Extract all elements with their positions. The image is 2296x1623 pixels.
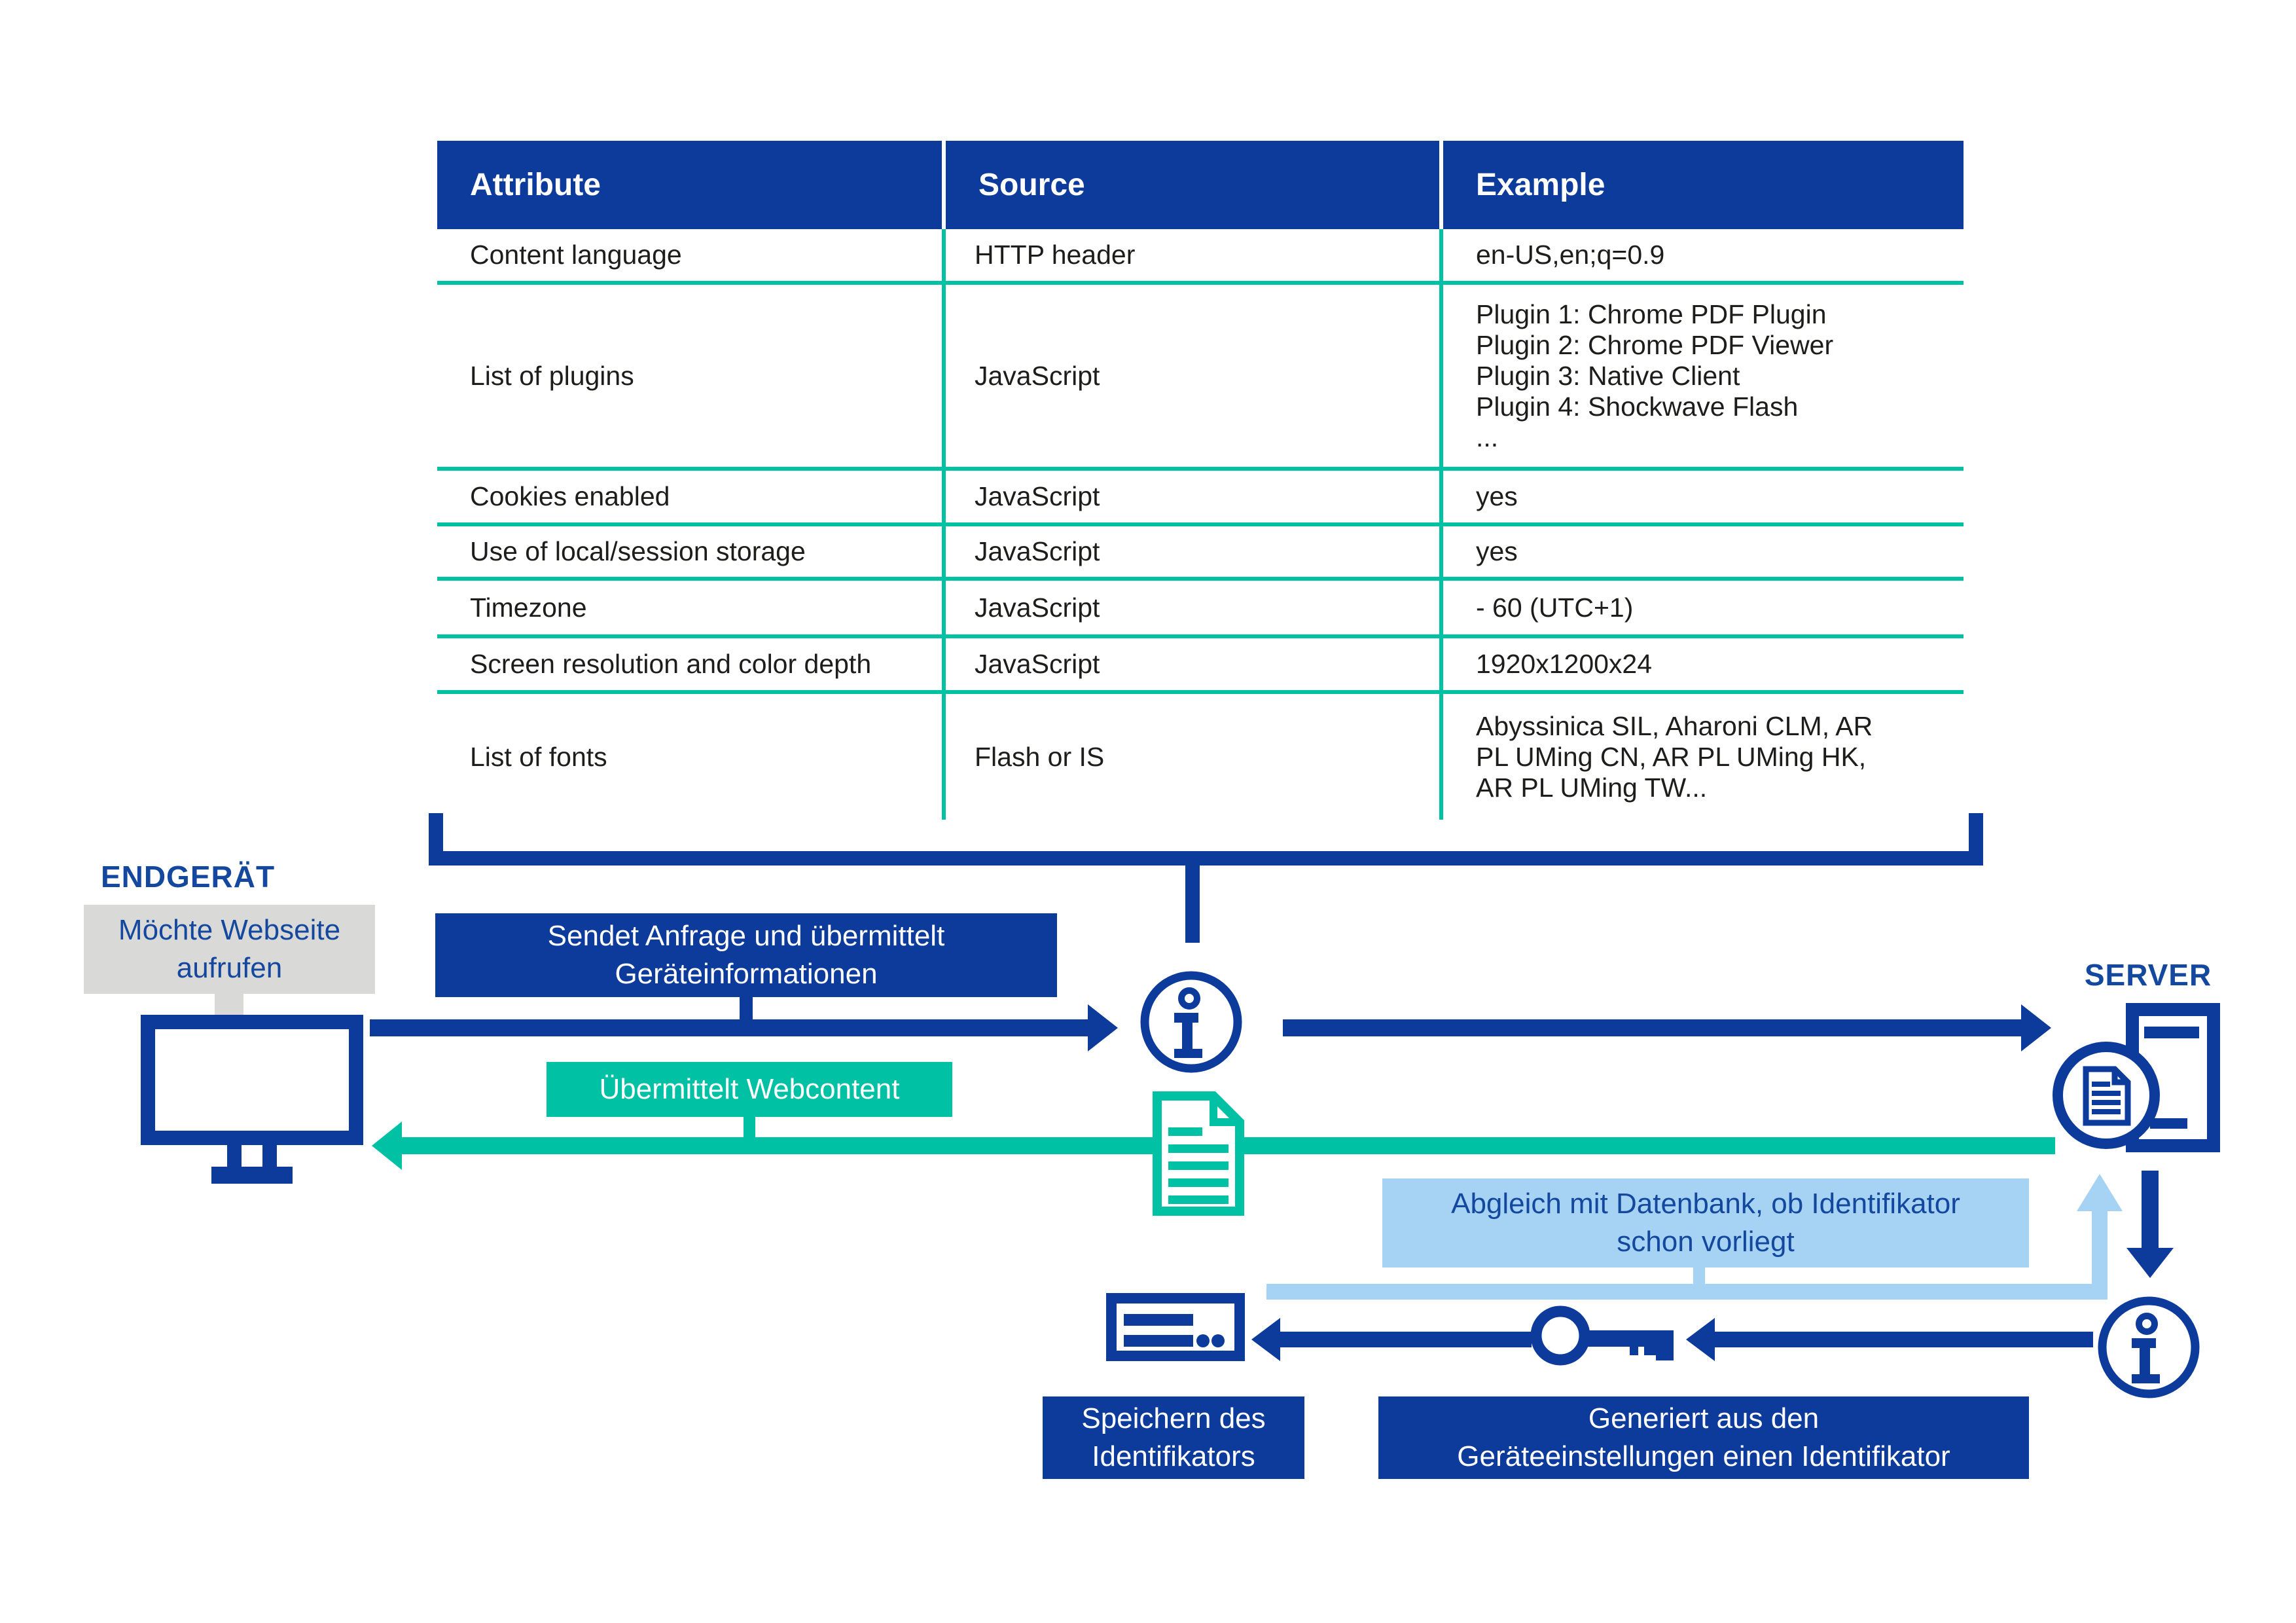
endgeraet-label: ENDGERÄT xyxy=(100,860,276,894)
store-arrow-shaft xyxy=(1280,1332,1532,1347)
example-line: Plugin 3: Native Client xyxy=(1476,360,1740,391)
response-box: Übermittelt Webcontent xyxy=(547,1062,952,1117)
col-header-example: Example xyxy=(1443,141,1964,229)
example-line: Plugin 2: Chrome PDF Viewer xyxy=(1476,329,1834,360)
source-cell: HTTP header xyxy=(946,229,1443,281)
id-card-icon xyxy=(1106,1293,1245,1361)
db-check-line-horizontal xyxy=(1266,1284,2108,1300)
db-check-box: Abgleich mit Datenbank, ob Identifikator… xyxy=(1382,1178,2029,1267)
example-cell: - 60 (UTC+1) xyxy=(1476,592,1634,623)
source-cell: JavaScript xyxy=(946,581,1443,634)
attribute-cell: List of plugins xyxy=(437,285,946,467)
client-intent-stem xyxy=(215,994,243,1016)
source-cell: JavaScript xyxy=(946,471,1443,522)
db-check-stem xyxy=(1693,1267,1705,1285)
table-row: Use of local/session storage JavaScript … xyxy=(437,526,1964,581)
db-check-line: Abgleich mit Datenbank, ob Identifikator xyxy=(1451,1188,1960,1220)
server-icon xyxy=(2053,1003,2220,1152)
client-intent-line: aufrufen xyxy=(176,952,283,984)
db-check-line: schon vorliegt xyxy=(1617,1226,1795,1258)
example-cell: Plugin 1: Chrome PDF Plugin Plugin 2: Ch… xyxy=(1443,285,1964,467)
generate-line: Generiert aus den xyxy=(1588,1402,1820,1434)
bracket-bar xyxy=(429,851,1983,866)
example-line: Plugin 4: Shockwave Flash xyxy=(1476,391,1799,422)
example-line: PL UMing CN, AR PL UMing HK, xyxy=(1476,741,1867,772)
example-line: AR PL UMing TW... xyxy=(1476,772,1708,803)
response-box-stem xyxy=(744,1117,755,1139)
example-cell: Abyssinica SIL, Aharoni CLM, AR PL UMing… xyxy=(1443,694,1964,820)
source-cell: JavaScript xyxy=(946,638,1443,690)
server-down-arrowhead xyxy=(2126,1248,2174,1278)
request-arrow2-shaft xyxy=(1283,1019,2022,1036)
response-label: Übermittelt Webcontent xyxy=(599,1073,900,1105)
table-row: Content language HTTP header en-US,en;q=… xyxy=(437,229,1964,285)
example-cell: yes xyxy=(1476,536,1518,566)
info-icon xyxy=(1140,971,1242,1073)
attribute-cell: List of fonts xyxy=(437,694,946,820)
source-cell: JavaScript xyxy=(946,526,1443,577)
response-arrowhead xyxy=(372,1122,402,1170)
table-row: Screen resolution and color depth JavaSc… xyxy=(437,638,1964,694)
store-line: Identifikators xyxy=(1092,1440,1255,1472)
table-row: Cookies enabled JavaScript yes xyxy=(437,471,1964,526)
example-cell: yes xyxy=(1476,481,1518,511)
monitor-icon xyxy=(141,1015,363,1184)
example-line: Abyssinica SIL, Aharoni CLM, AR xyxy=(1476,710,1873,741)
attribute-cell: Content language xyxy=(437,229,946,281)
table-row: List of plugins JavaScript Plugin 1: Chr… xyxy=(437,285,1964,471)
generate-arrowhead xyxy=(1686,1318,1715,1361)
generate-box: Generiert aus den Geräteeinstellungen ei… xyxy=(1378,1396,2029,1479)
example-cell: 1920x1200x24 xyxy=(1476,649,1653,679)
store-line: Speichern des xyxy=(1081,1402,1266,1434)
server-down-arrow-shaft xyxy=(2142,1171,2159,1249)
generate-line: Geräteeinstellungen einen Identifikator xyxy=(1457,1440,1950,1472)
source-cell: JavaScript xyxy=(946,285,1443,467)
table-row: Timezone JavaScript - 60 (UTC+1) xyxy=(437,581,1964,638)
info-icon xyxy=(2098,1296,2200,1398)
attribute-cell: Timezone xyxy=(437,581,946,634)
bracket-stem xyxy=(1185,866,1200,943)
request-arrowhead xyxy=(1088,1004,1118,1051)
example-line: ... xyxy=(1476,422,1499,452)
server-label: SERVER xyxy=(2084,958,2212,992)
request-box: Sendet Anfrage und übermittelt Geräteinf… xyxy=(435,913,1057,997)
request-line: Geräteinformationen xyxy=(615,958,878,990)
db-check-up-arrowhead xyxy=(2077,1174,2123,1211)
table-row: List of fonts Flash or IS Abyssinica SIL… xyxy=(437,694,1964,820)
example-line: Plugin 1: Chrome PDF Plugin xyxy=(1476,299,1827,329)
store-box: Speichern des Identifikators xyxy=(1043,1396,1304,1479)
source-cell: Flash or IS xyxy=(946,694,1443,820)
key-icon xyxy=(1530,1305,1674,1366)
example-cell: en-US,en;q=0.9 xyxy=(1476,240,1665,270)
col-header-attribute: Attribute xyxy=(437,141,946,229)
client-intent-line: Möchte Webseite xyxy=(118,914,341,946)
attribute-cell: Cookies enabled xyxy=(437,471,946,522)
request-arrowhead2 xyxy=(2021,1004,2051,1051)
attribute-cell: Screen resolution and color depth xyxy=(437,638,946,690)
request-line: Sendet Anfrage und übermittelt xyxy=(547,920,945,952)
attribute-cell: Use of local/session storage xyxy=(437,526,946,577)
client-intent-box: Möchte Webseite aufrufen xyxy=(84,905,375,994)
request-box-stem xyxy=(740,997,753,1021)
request-arrow-shaft xyxy=(370,1019,1088,1036)
attributes-table: Attribute Source Example Content languag… xyxy=(437,141,1964,820)
db-check-up-arrow-shaft xyxy=(2092,1210,2108,1285)
document-icon xyxy=(1153,1091,1244,1216)
col-header-source: Source xyxy=(946,141,1443,229)
generate-arrow-shaft xyxy=(1715,1332,2093,1347)
table-header-row: Attribute Source Example xyxy=(437,141,1964,229)
store-arrowhead xyxy=(1251,1318,1280,1361)
